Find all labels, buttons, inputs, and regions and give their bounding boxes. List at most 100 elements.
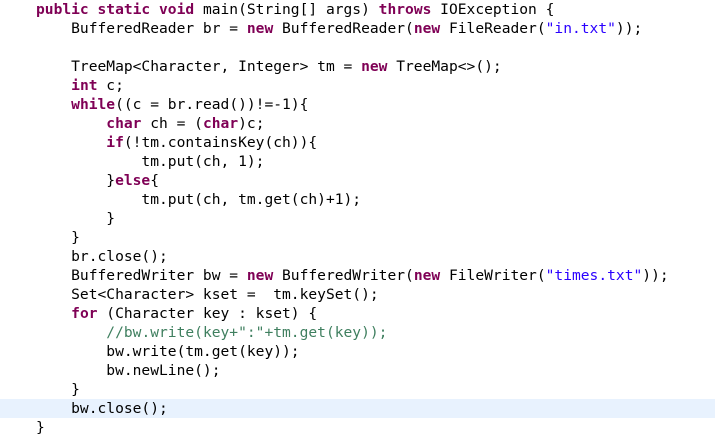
code-line-text: tm.put(ch, tm.get(ch)+1); xyxy=(36,190,361,209)
code-line[interactable]: TreeMap<Character, Integer> tm = new Tre… xyxy=(0,57,715,76)
code-line[interactable]: bw.write(tm.get(key)); xyxy=(0,342,715,361)
keyword-token: char xyxy=(202,115,239,132)
code-line-text: tm.put(ch, 1); xyxy=(36,152,264,171)
code-token: BufferedWriter( xyxy=(273,267,414,284)
code-line[interactable]: int c; xyxy=(0,76,715,95)
code-token: FileWriter( xyxy=(440,267,546,284)
code-line[interactable]: public static void main(String[] args) t… xyxy=(0,0,715,19)
code-line[interactable]: bw.newLine(); xyxy=(0,361,715,380)
code-token: )); xyxy=(615,20,643,37)
code-token: BufferedReader br = xyxy=(36,20,247,37)
code-line[interactable]: } xyxy=(0,228,715,247)
code-line-text: int c; xyxy=(36,76,124,95)
code-token: ((c = br.read())!=-1){ xyxy=(115,96,309,113)
code-line-text: }else{ xyxy=(36,171,159,190)
code-line[interactable]: //bw.write(key+":"+tm.get(key)); xyxy=(0,323,715,342)
code-token: } xyxy=(36,229,80,246)
code-line[interactable] xyxy=(0,38,715,57)
code-line-text: bw.write(tm.get(key)); xyxy=(36,342,300,361)
code-line[interactable]: char ch = (char)c; xyxy=(0,114,715,133)
code-line[interactable]: for (Character key : kset) { xyxy=(0,304,715,323)
code-token: IOException { xyxy=(431,1,555,18)
code-token: } xyxy=(36,172,116,189)
keyword-token: else xyxy=(115,172,151,189)
keyword-token: char xyxy=(106,115,142,132)
code-line[interactable]: while((c = br.read())!=-1){ xyxy=(0,95,715,114)
string-token: "times.txt" xyxy=(545,267,643,284)
code-line-text: //bw.write(key+":"+tm.get(key)); xyxy=(36,323,387,342)
code-token: Set<Character> kset = tm.keySet(); xyxy=(36,286,379,303)
code-token: tm.put(ch, tm.get(ch)+1); xyxy=(36,191,362,208)
code-line-text: br.close(); xyxy=(36,247,168,266)
code-line[interactable]: BufferedReader br = new BufferedReader(n… xyxy=(0,19,715,38)
code-token: (Character key : kset) { xyxy=(97,305,318,322)
code-line[interactable]: BufferedWriter bw = new BufferedWriter(n… xyxy=(0,266,715,285)
keyword-token: int xyxy=(71,77,98,94)
code-line[interactable]: }else{ xyxy=(0,171,715,190)
code-line[interactable]: Set<Character> kset = tm.keySet(); xyxy=(0,285,715,304)
code-line[interactable]: if(!tm.containsKey(ch)){ xyxy=(0,133,715,152)
code-token xyxy=(36,96,71,113)
code-line-text: while((c = br.read())!=-1){ xyxy=(36,95,308,114)
code-token: TreeMap<>(); xyxy=(387,58,502,75)
code-line-text: for (Character key : kset) { xyxy=(36,304,317,323)
code-line-text: BufferedWriter bw = new BufferedWriter(n… xyxy=(36,266,669,285)
comment-token: //bw.write(key+":"+tm.get(key)); xyxy=(106,324,388,341)
code-token xyxy=(36,115,106,132)
code-token: bw.write(tm.get(key)); xyxy=(36,343,300,360)
code-token: (!tm.containsKey(ch)){ xyxy=(123,134,318,151)
code-line-text: Set<Character> kset = tm.keySet(); xyxy=(36,285,379,304)
code-token: BufferedWriter bw = xyxy=(36,267,247,284)
code-line-text: char ch = (char)c; xyxy=(36,114,264,133)
keyword-token: for xyxy=(71,305,98,322)
code-token: FileReader( xyxy=(440,20,546,37)
code-line-text: } xyxy=(36,228,80,247)
keyword-token: if xyxy=(106,134,124,151)
string-token: "in.txt" xyxy=(545,20,616,37)
code-token: } xyxy=(36,381,80,398)
code-token: TreeMap<Character, Integer> tm = xyxy=(36,58,362,75)
code-token: bw.newLine(); xyxy=(36,362,221,379)
code-token: ch = ( xyxy=(141,115,203,132)
keyword-token: public static void xyxy=(36,1,203,18)
code-line[interactable]: } xyxy=(0,209,715,228)
code-token: main(String[] args) xyxy=(202,1,379,18)
keyword-token: new xyxy=(361,58,388,75)
code-token: bw.close(); xyxy=(36,400,168,417)
keyword-token: new xyxy=(413,20,441,37)
keyword-token: new xyxy=(246,267,274,284)
code-line[interactable]: } xyxy=(0,380,715,399)
code-token: BufferedReader( xyxy=(273,20,414,37)
keyword-token: throws xyxy=(378,1,432,18)
code-line[interactable]: br.close(); xyxy=(0,247,715,266)
code-token: } xyxy=(36,210,116,227)
code-line-text: bw.newLine(); xyxy=(36,361,221,380)
code-token xyxy=(36,77,71,94)
code-token: tm.put(ch, 1); xyxy=(36,153,265,170)
code-line[interactable]: } xyxy=(0,418,715,437)
code-line[interactable]: tm.put(ch, 1); xyxy=(0,152,715,171)
code-line-text: BufferedReader br = new BufferedReader(n… xyxy=(36,19,642,38)
keyword-token: new xyxy=(413,267,441,284)
code-token xyxy=(36,324,106,341)
code-line-text: public static void main(String[] args) t… xyxy=(36,0,554,19)
code-line[interactable]: bw.close(); xyxy=(0,399,715,418)
code-token: br.close(); xyxy=(36,248,168,265)
code-token: { xyxy=(150,172,160,189)
code-line-text: if(!tm.containsKey(ch)){ xyxy=(36,133,317,152)
code-line-text: TreeMap<Character, Integer> tm = new Tre… xyxy=(36,57,502,76)
code-line-text: } xyxy=(36,380,80,399)
code-token: )); xyxy=(642,267,669,284)
code-token xyxy=(36,134,106,151)
code-token: c; xyxy=(97,77,124,94)
code-line-text: bw.close(); xyxy=(36,399,168,418)
code-token: } xyxy=(36,419,45,436)
code-line-text: } xyxy=(36,209,115,228)
code-token xyxy=(36,305,71,322)
code-token: )c; xyxy=(238,115,265,132)
keyword-token: while xyxy=(71,96,116,113)
keyword-token: new xyxy=(246,20,274,37)
code-line-text: } xyxy=(36,418,45,437)
code-line[interactable]: tm.put(ch, tm.get(ch)+1); xyxy=(0,190,715,209)
